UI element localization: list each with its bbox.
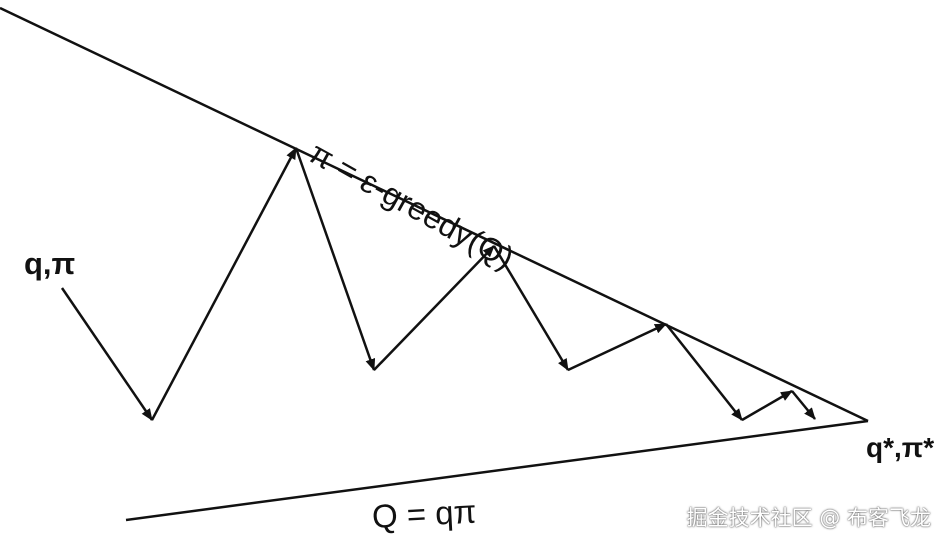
iteration-arrow [60,287,154,421]
iteration-arrow [492,245,570,371]
iteration-arrow [294,147,376,371]
value-line-label: Q = qπ [371,492,478,535]
iteration-arrow [373,245,495,371]
policy-line [0,6,869,423]
start-label: q,π [24,246,76,281]
iteration-arrow [741,389,793,422]
watermark: 掘金技术社区 @ 布客飞龙 [686,506,931,530]
iteration-arrow [567,322,667,372]
iteration-arrow [665,323,743,421]
iteration-arrow [791,390,816,420]
iteration-arrow [150,147,298,421]
end-label: q*,π* [866,432,935,463]
iteration-arrows [60,147,816,422]
value-line [125,419,869,522]
